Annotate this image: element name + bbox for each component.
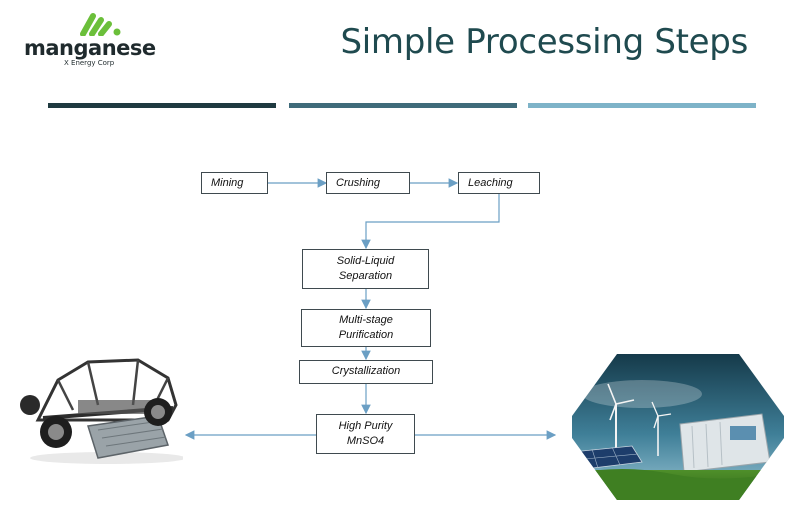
divider-rule-dark [48,103,276,108]
divider-rule-mid [289,103,517,108]
electric-vehicle-image [20,358,183,464]
divider-rule-light [528,103,756,108]
step-crushing: Crushing [326,172,410,194]
step-leaching-label: Leaching [468,177,513,189]
arrow-leaching-separation [361,194,500,250]
step-crystallization: Crystallization [299,360,433,384]
page-title: Simple Processing Steps [340,22,749,62]
step-product-label-1: High Purity [338,420,393,432]
step-leaching: Leaching [458,172,540,194]
step-separation-label-2: Separation [338,270,393,282]
step-purification-label-2: Purification [338,329,394,341]
step-crystallization-label: Crystallization [331,365,401,377]
step-mining-label: Mining [211,177,244,189]
step-purification: Multi-stage Purification [301,309,431,347]
logo-wordmark: manganese [24,36,156,60]
step-product-label-2: MnSO4 [346,435,385,447]
step-product: High Purity MnSO4 [316,414,415,454]
logo-subtitle: X Energy Corp [64,59,115,67]
step-separation-label-1: Solid-Liquid [336,255,395,267]
step-purification-label-1: Multi-stage [339,314,393,326]
step-mining: Mining [201,172,268,194]
step-separation: Solid-Liquid Separation [302,249,429,289]
step-crushing-label: Crushing [336,177,381,189]
logo-mark-icon [80,13,121,36]
energy-storage-image [572,354,784,500]
logo: manganese X Energy Corp [24,10,156,70]
